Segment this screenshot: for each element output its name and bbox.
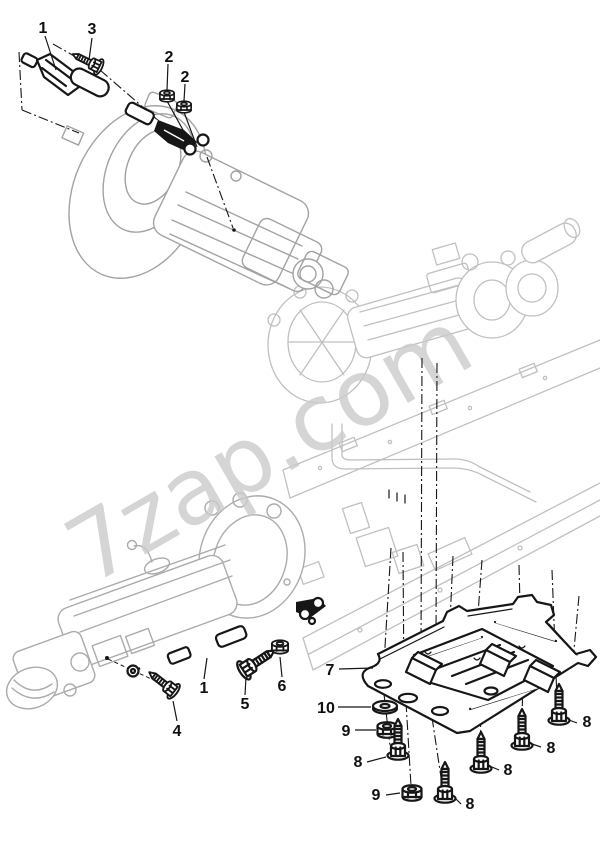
callout-8-b[interactable]: 8 [466,796,475,813]
transmission-middle-drawing [267,217,581,404]
transmission-bottom-drawing [5,492,306,710]
callout-2-b[interactable]: 2 [181,69,190,86]
callout-3[interactable]: 3 [88,21,97,38]
gearshift-rod-top [20,52,210,156]
callout-6[interactable]: 6 [278,678,287,695]
bolt-icon [142,664,183,702]
bolt-icon [469,730,493,774]
bolt-icon [510,707,534,751]
bolt-icon [433,760,457,804]
callout-leader-lines [44,35,578,805]
callout-9-a[interactable]: 9 [342,723,351,740]
hex-nut-icon [159,89,175,103]
callout-8-a[interactable]: 8 [354,754,363,771]
callout-8-c[interactable]: 8 [504,762,513,779]
callout-4[interactable]: 4 [173,723,182,740]
hex-nut-icon [176,100,192,114]
callout-9-b[interactable]: 9 [372,787,381,804]
hex-nut-icon [401,784,423,802]
hex-nut-icon [270,639,290,655]
callout-2-a[interactable]: 2 [165,49,174,66]
callout-5[interactable]: 5 [241,696,250,713]
transmission-top-drawing [61,91,349,299]
callout-8-d[interactable]: 8 [547,740,556,757]
callout-1-top[interactable]: 1 [39,20,48,37]
callout-labels: 1 3 2 2 1 4 5 6 7 10 9 8 9 8 8 8 8 [39,20,592,813]
flat-washer-icon [371,699,399,715]
callout-10[interactable]: 10 [317,700,335,717]
skid-plate [361,593,598,735]
callout-1-bottom[interactable]: 1 [200,680,209,697]
bolt-icon [547,682,571,726]
gearshift-rod-bottom [126,596,326,678]
callout-7[interactable]: 7 [326,662,335,679]
callout-8-e[interactable]: 8 [583,714,592,731]
